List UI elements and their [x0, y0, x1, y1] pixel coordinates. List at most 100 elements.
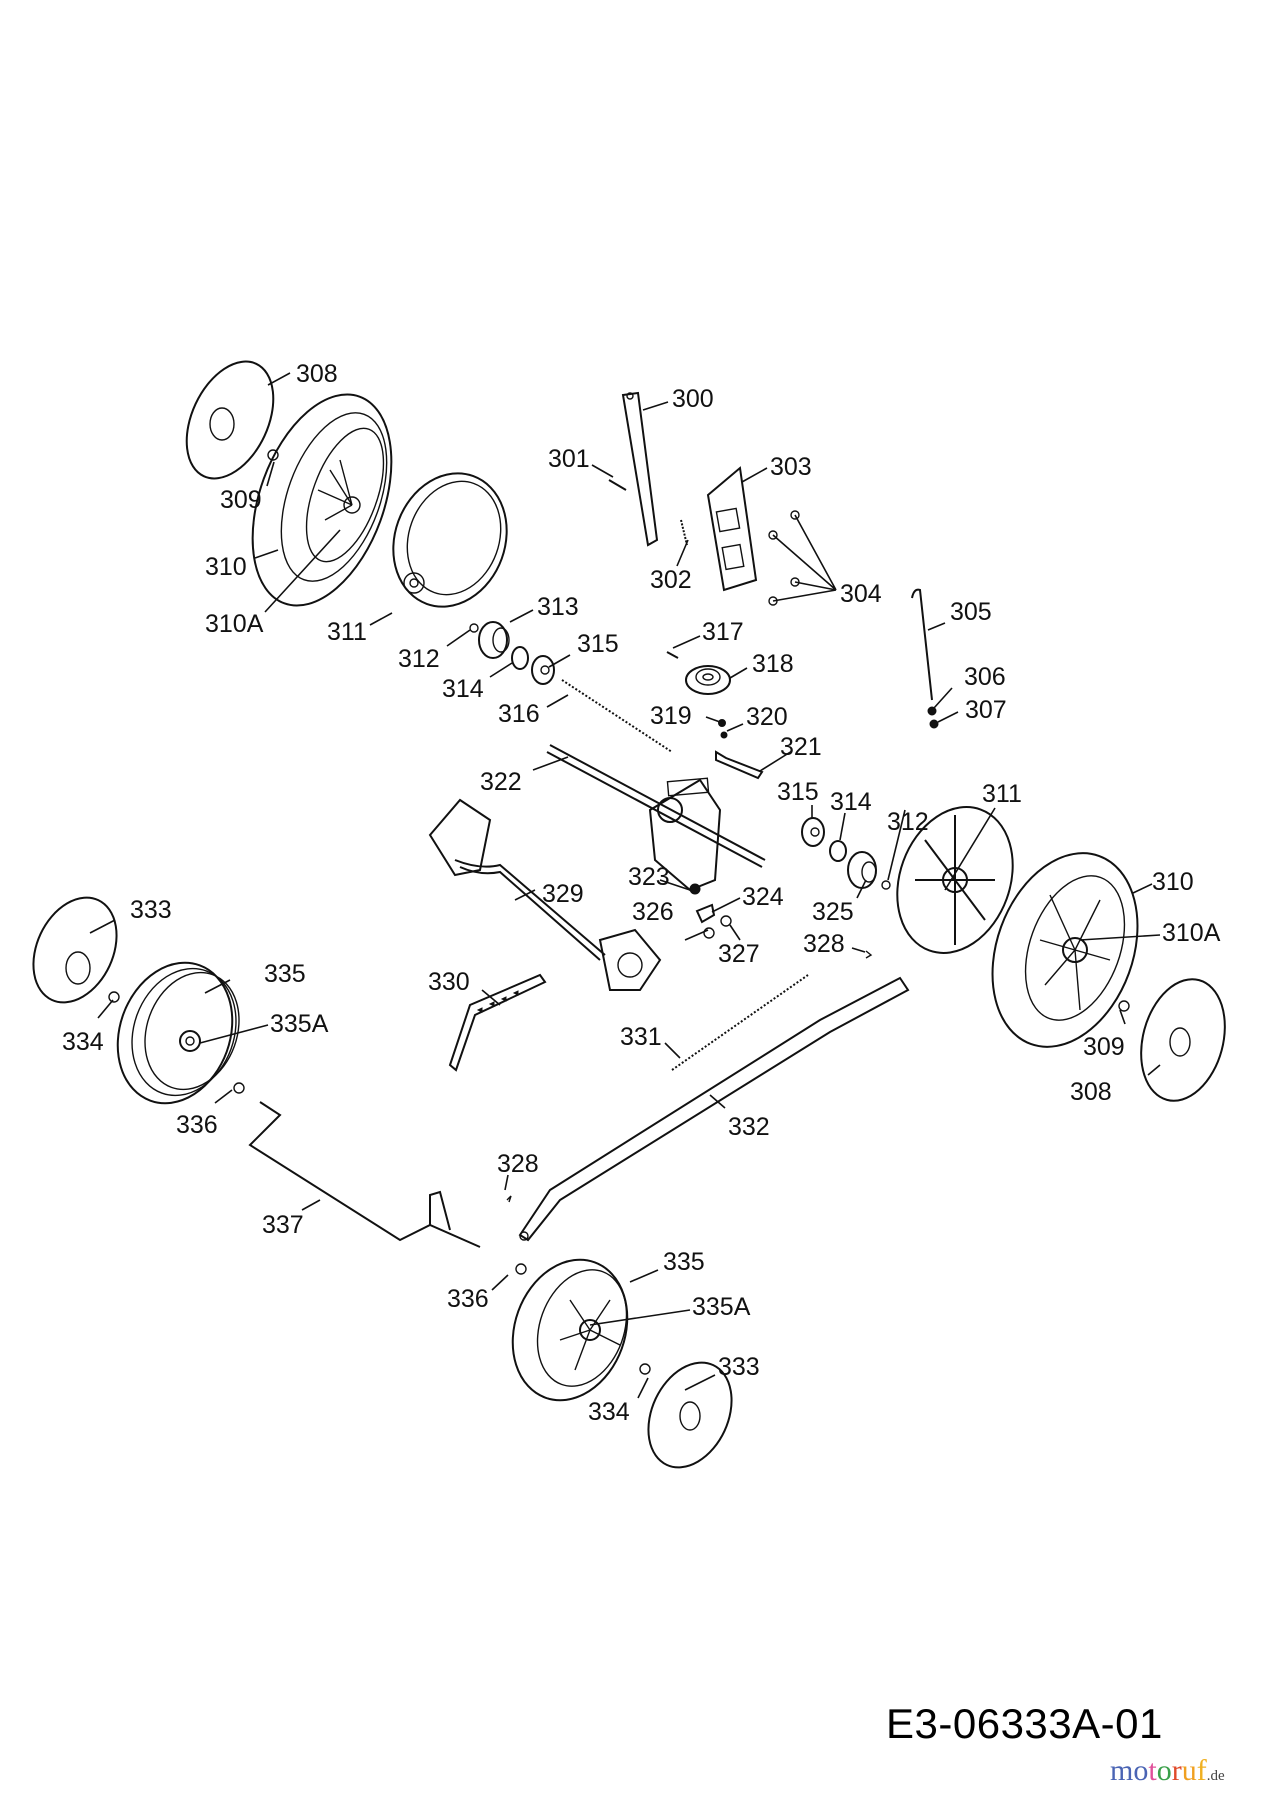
screw-309-right: [1118, 1000, 1130, 1012]
callout-308: 308: [296, 360, 338, 388]
plate-303: [706, 466, 758, 592]
pin-317: [666, 651, 679, 659]
dust-cover-311-rear-left: [392, 472, 508, 608]
bracket-324: [695, 903, 716, 924]
leader-lines: [89, 372, 1161, 1399]
spring-316: [561, 679, 673, 753]
screws-304: [768, 510, 800, 606]
callout-328-lower: 328: [497, 1150, 539, 1178]
hubcap-308-right: [1140, 978, 1226, 1102]
callout-308-right: 308: [1070, 1078, 1112, 1106]
callout-312: 312: [398, 645, 440, 673]
dust-cover-311-right: [896, 806, 1014, 954]
drive-shaft-322: [546, 744, 766, 868]
callout-300: 300: [672, 385, 714, 413]
hubcap-333-front-right: [647, 1361, 733, 1469]
bushing-314-left: [511, 646, 529, 670]
washer-320: [720, 731, 728, 739]
spring-302: [680, 519, 688, 546]
callout-317: 317: [702, 618, 744, 646]
callout-334-left: 334: [62, 1028, 104, 1056]
callout-322: 322: [480, 768, 522, 796]
hubcap-333-front-left: [32, 896, 118, 1004]
retaining-ring-312-left: [469, 623, 479, 633]
callout-335-left: 335: [264, 960, 306, 988]
callout-310A: 310A: [205, 610, 264, 638]
callout-304: 304: [840, 580, 882, 608]
callout-314-right: 314: [830, 788, 872, 816]
callout-335A-right: 335A: [692, 1293, 751, 1321]
clip-328-lower: [506, 1195, 512, 1203]
callout-319: 319: [650, 702, 692, 730]
hubcap-308-rear-left: [185, 360, 275, 480]
callout-307: 307: [965, 696, 1007, 724]
watermark-letter: m: [1110, 1754, 1134, 1787]
rod-305: [911, 588, 933, 701]
callout-311: 311: [327, 618, 367, 646]
washer-326: [703, 927, 715, 939]
callout-305: 305: [950, 598, 992, 626]
callout-310: 310: [205, 553, 247, 581]
callout-301: 301: [548, 445, 590, 473]
nut-327: [720, 915, 732, 927]
pin-301: [608, 479, 627, 491]
callout-329: 329: [542, 880, 584, 908]
front-wheel-335-left: [116, 961, 240, 1105]
watermark-letter: u: [1181, 1754, 1197, 1787]
front-axle-337: [248, 1101, 481, 1248]
clip-328-upper: [865, 950, 873, 959]
bearing-315-right: [801, 817, 825, 847]
callout-314: 314: [442, 675, 484, 703]
watermark-letter: o: [1133, 1754, 1149, 1787]
bearing-315-left: [531, 655, 555, 685]
callout-336-right: 336: [447, 1285, 489, 1313]
clip-321: [715, 750, 764, 780]
callout-312-right: 312: [887, 808, 929, 836]
callout-labels: 308 309 310 310A 311 312 313 314 315 316…: [62, 360, 1221, 1426]
callout-332: 332: [728, 1113, 770, 1141]
callout-316: 316: [498, 700, 540, 728]
axle-329: [428, 798, 662, 991]
watermark-tld: .de: [1206, 1768, 1225, 1784]
callout-320: 320: [746, 703, 788, 731]
callout-309-right: 309: [1083, 1033, 1125, 1061]
drawing-number: E3-06333A-01: [886, 1700, 1163, 1747]
callout-303: 303: [770, 453, 812, 481]
bracket-300: [621, 391, 659, 547]
callout-324: 324: [742, 883, 784, 911]
callout-337: 337: [262, 1211, 304, 1239]
callout-330: 330: [428, 968, 470, 996]
retaining-ring-312-right: [881, 880, 891, 890]
pinion-gear-313-left: [478, 621, 510, 659]
bushing-314-right: [829, 840, 847, 862]
nut-323: [689, 883, 701, 895]
nut-307: [929, 719, 939, 729]
callout-336-left: 336: [176, 1111, 218, 1139]
callout-313: 313: [537, 593, 579, 621]
gearbox: [648, 777, 722, 892]
watermark-letter: f: [1196, 1754, 1207, 1787]
callout-326: 326: [632, 898, 674, 926]
callout-323: 323: [628, 863, 670, 891]
washer-306: [927, 706, 937, 716]
callout-310-right: 310: [1152, 868, 1194, 896]
callout-331: 331: [620, 1023, 662, 1051]
motoruf-watermark: motoruf.de: [1110, 1756, 1225, 1791]
callout-315: 315: [577, 630, 619, 658]
callout-335A-left: 335A: [270, 1010, 329, 1038]
callout-325: 325: [812, 898, 854, 926]
callout-333-right: 333: [718, 1353, 760, 1381]
watermark-letter: o: [1156, 1754, 1172, 1787]
pulley-318: [685, 665, 731, 695]
watermark-letter: r: [1171, 1754, 1182, 1787]
nut-334-front-right: [639, 1363, 651, 1375]
watermark-letter: t: [1148, 1754, 1157, 1787]
nut-334-front-left: [108, 991, 120, 1003]
callout-302: 302: [650, 566, 692, 594]
callout-309: 309: [220, 486, 262, 514]
callout-315-right: 315: [777, 778, 819, 806]
drive-wheel-310-right: [991, 852, 1139, 1048]
callout-318: 318: [752, 650, 794, 678]
callout-333-left: 333: [130, 896, 172, 924]
